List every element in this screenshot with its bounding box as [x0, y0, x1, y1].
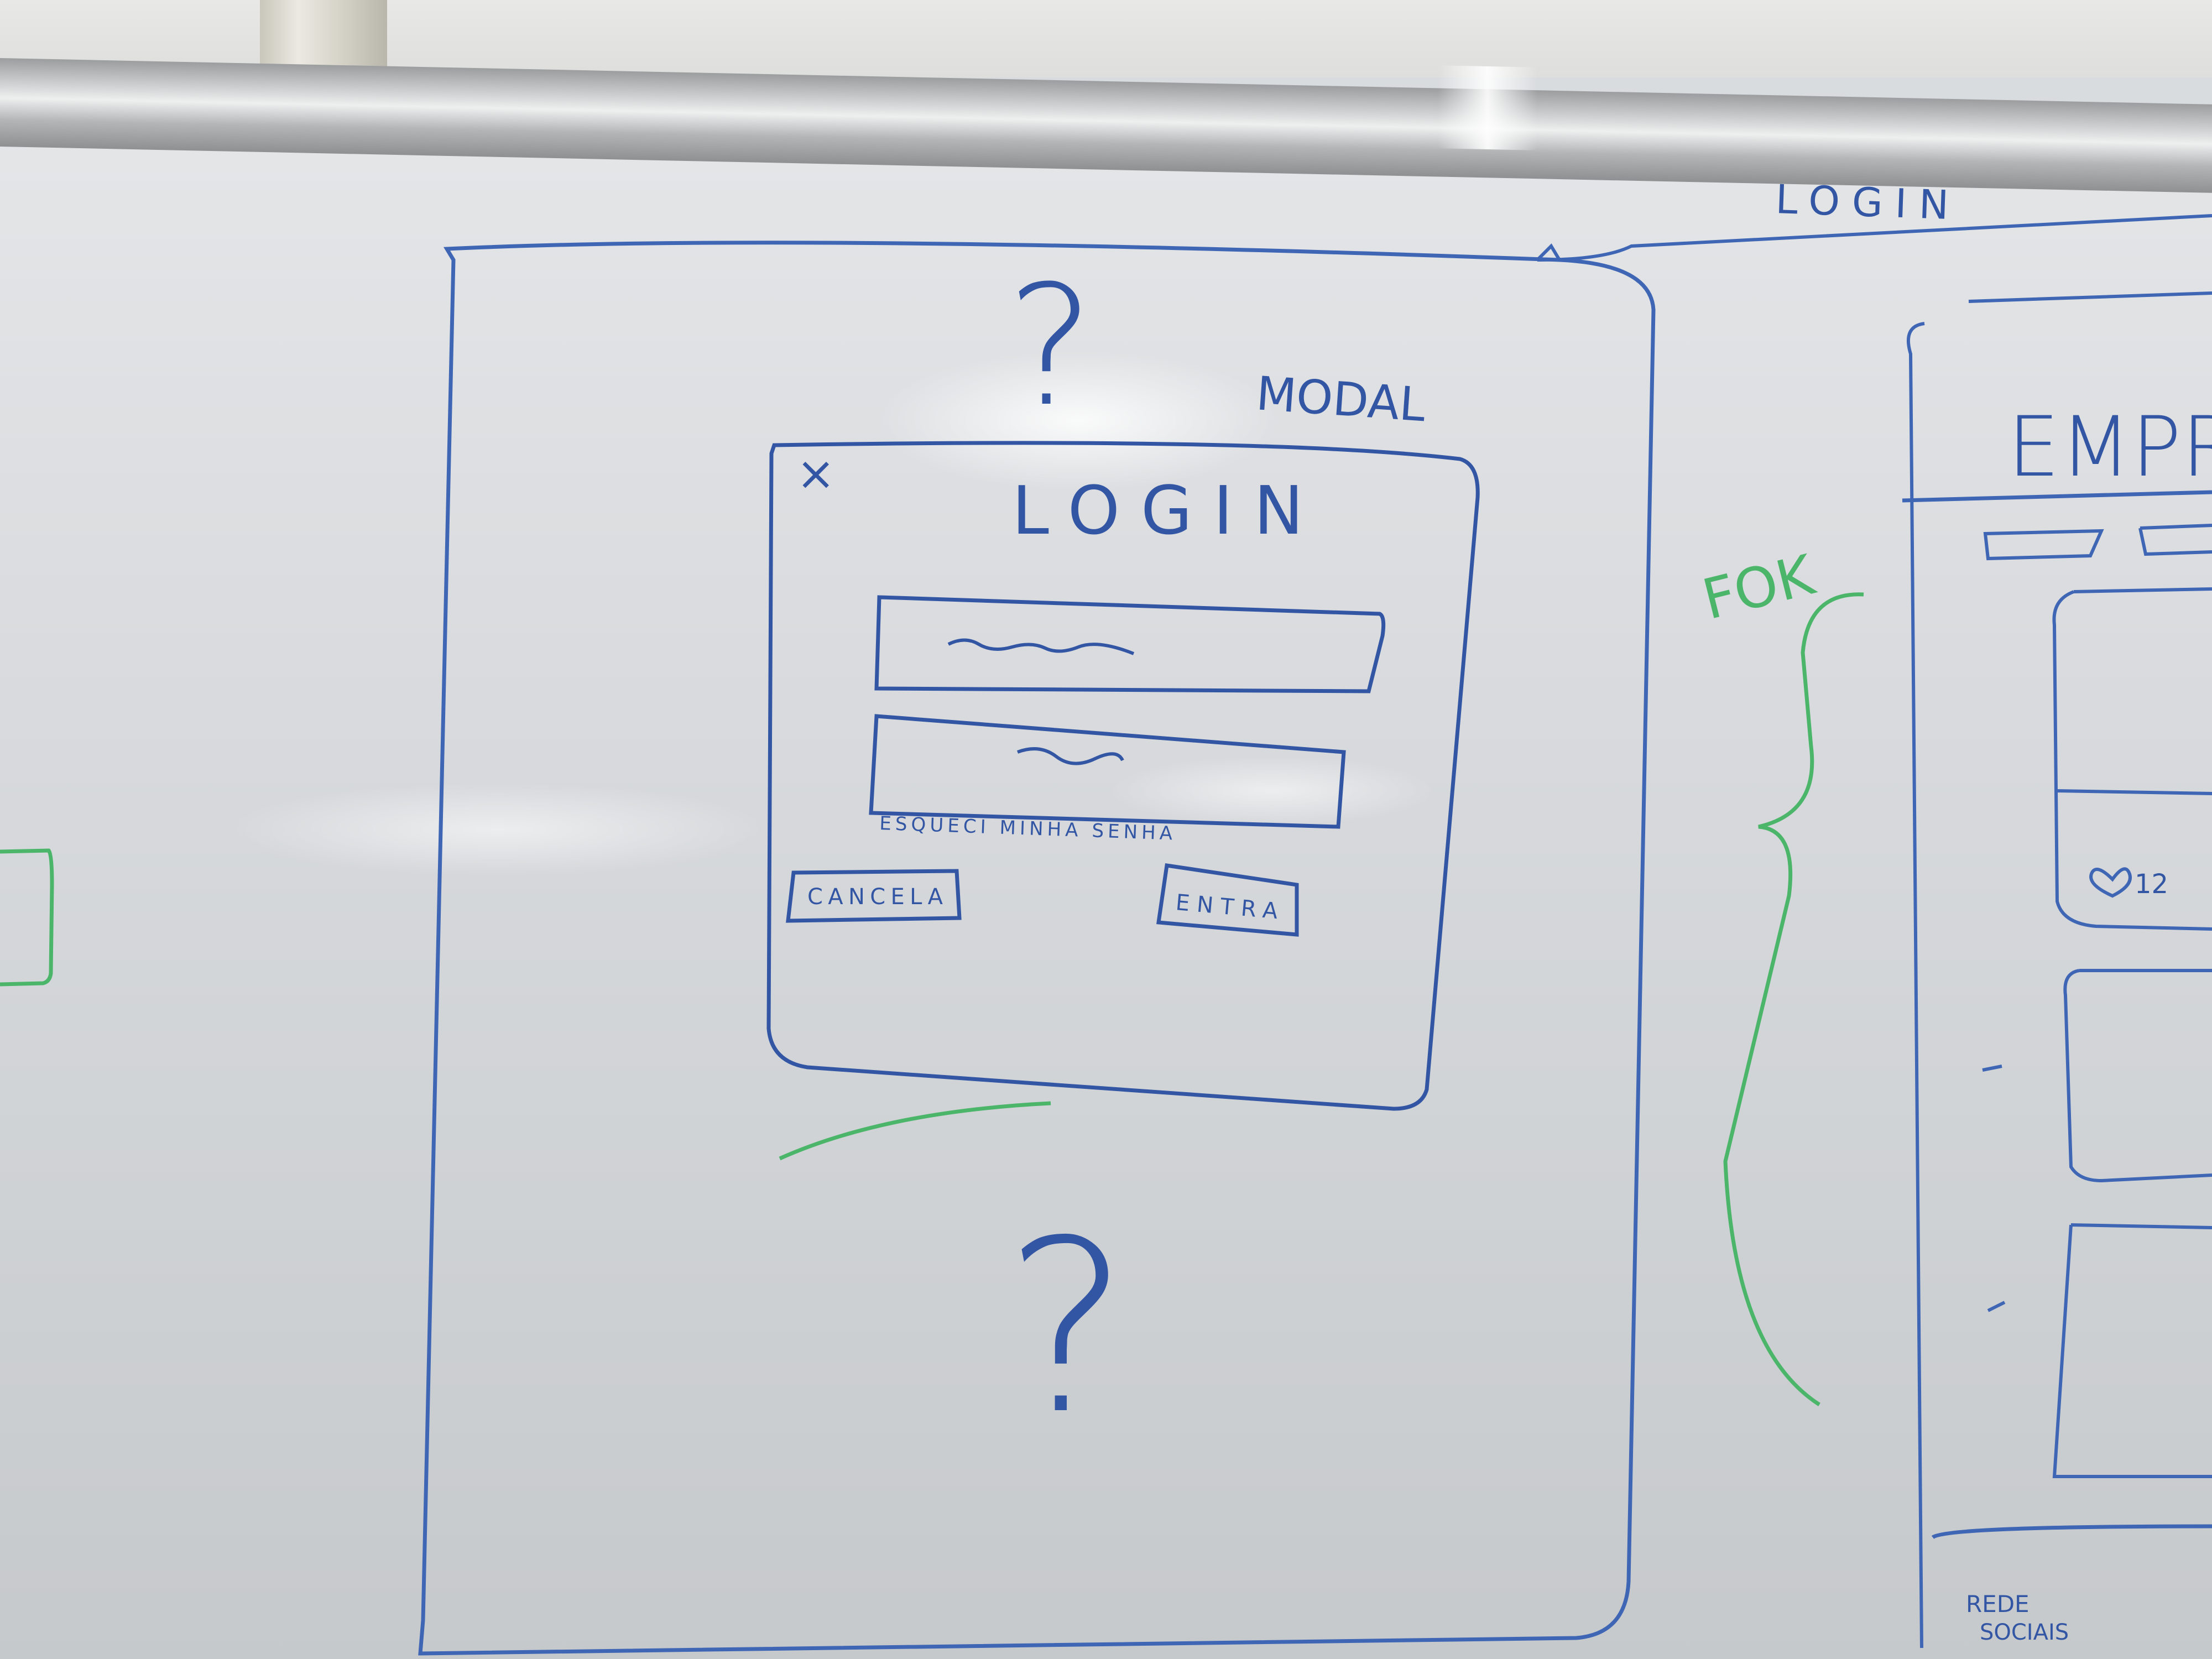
modal-title: LOGIN [1012, 473, 1324, 550]
item-tick-1 [1982, 1065, 2002, 1072]
second-screen-wireframe: EMPRE 12 REDE SOCIAIS [1902, 291, 2212, 1648]
wall-post [260, 0, 387, 66]
post-card-1 [2052, 587, 2212, 931]
submit-button[interactable]: ENTRA [1156, 863, 1299, 937]
post-card-3 [2052, 1223, 2212, 1478]
question-bottom: ? [1004, 1190, 1130, 1467]
close-icon[interactable]: × [796, 446, 835, 500]
left-green-box [0, 848, 54, 987]
password-value-squiggle [1016, 747, 1124, 765]
footer-label-1: REDE [1966, 1590, 2030, 1618]
post-card-2 [2063, 969, 2212, 1183]
cancel-button-label: CANCELA [807, 884, 943, 910]
modal-note: MODAL [1255, 366, 1427, 432]
item-tick-2 [1987, 1301, 2006, 1312]
username-value-squiggle [947, 638, 1135, 655]
green-brace [1723, 592, 1864, 1406]
screen-frame [418, 241, 1656, 1656]
fork-note: FOK [1697, 542, 1822, 632]
heart-icon [2089, 867, 2132, 898]
cancel-button[interactable]: CANCELA [786, 869, 962, 923]
second-screen-title: EMPRE [2007, 399, 2212, 495]
submit-button-label: ENTRA [1175, 890, 1279, 924]
password-input[interactable] [869, 714, 1346, 829]
nav-tab-1 [1983, 529, 2104, 561]
whiteboard [0, 111, 2212, 1659]
username-input[interactable] [874, 595, 1386, 693]
nav-tab-2 [2138, 524, 2212, 556]
login-modal [766, 441, 1480, 1111]
footer-divider [1931, 1524, 2212, 1540]
header-login-label: LOGIN [1775, 176, 1961, 229]
green-arc [779, 1101, 1051, 1161]
likes-count: 12 [2135, 869, 2168, 900]
frame-top-link [1536, 214, 2212, 262]
footer-label-2: SOCIAIS [1980, 1620, 2069, 1645]
question-top: ? [1006, 250, 1094, 443]
